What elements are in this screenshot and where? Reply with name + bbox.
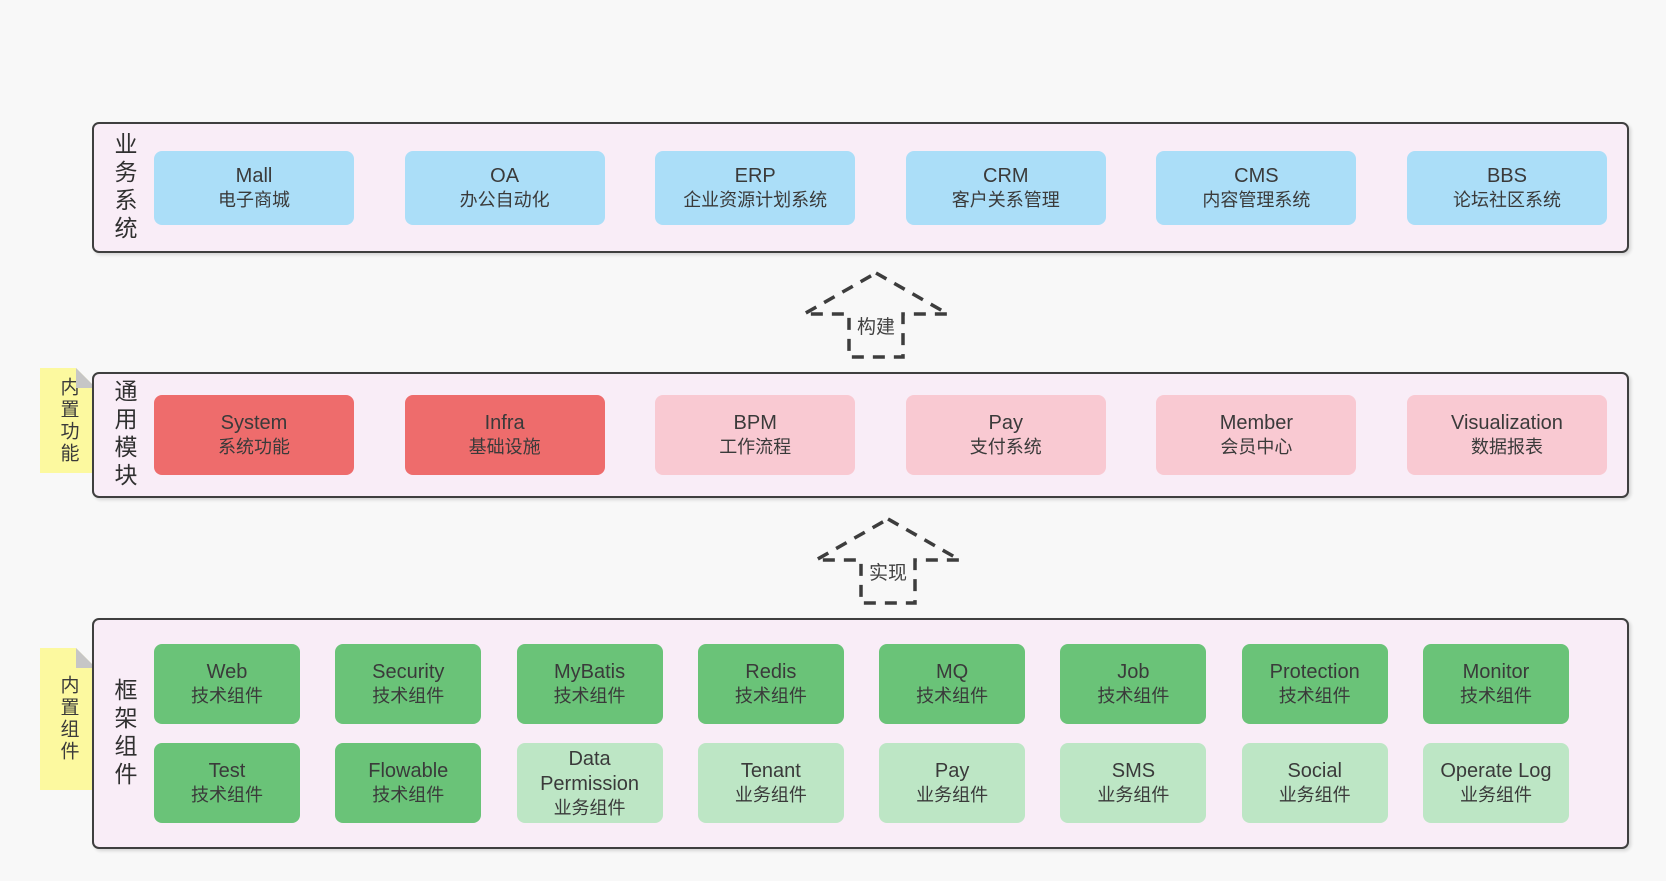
box-protection: Protection 技术组件 (1241, 644, 1388, 724)
box-oa: OA 办公自动化 (404, 150, 605, 225)
box-operate-log: Operate Log 业务组件 (1422, 743, 1569, 823)
dashed-up-arrow-icon (801, 270, 951, 359)
business-systems-panel: 业务系统 Mall 电子商城 OA 办公自动化 ERP 企业资源计划系统 CRM… (92, 122, 1629, 253)
box-mq: MQ 技术组件 (879, 644, 1026, 724)
box-cms: CMS 内容管理系统 (1156, 150, 1357, 225)
dashed-up-arrow-icon (813, 516, 963, 605)
box-job: Job 技术组件 (1060, 644, 1207, 724)
box-bpm: BPM 工作流程 (655, 395, 856, 475)
box-flowable: Flowable 技术组件 (335, 743, 482, 823)
framework-rows: Web 技术组件 Security 技术组件 MyBatis 技术组件 Redi… (141, 644, 1627, 823)
implement-arrow: 实现 (813, 516, 963, 606)
box-web: Web 技术组件 (154, 644, 300, 724)
tab-label: 内置组件 (57, 675, 79, 763)
framework-row-2: Test 技术组件 Flowable 技术组件 Data Permission … (154, 743, 1569, 823)
box-tenant: Tenant 业务组件 (697, 743, 844, 823)
box-member: Member 会员中心 (1156, 395, 1357, 475)
framework-row-1: Web 技术组件 Security 技术组件 MyBatis 技术组件 Redi… (154, 644, 1569, 724)
box-mybatis: MyBatis 技术组件 (516, 644, 663, 724)
panel-side-label: 通用模块 (111, 379, 137, 491)
tab-label: 内置功能 (57, 376, 79, 465)
box-redis: Redis 技术组件 (697, 644, 844, 724)
panel-side-label: 业务系统 (111, 131, 137, 244)
box-security: Security 技术组件 (335, 644, 482, 724)
built-in-features-tab: 内置功能 (40, 368, 96, 473)
built-in-components-tab: 内置组件 (40, 648, 96, 790)
box-infra: Infra 基础设施 (404, 395, 605, 475)
box-test: Test 技术组件 (154, 743, 300, 823)
box-bbs: BBS 论坛社区系统 (1406, 150, 1607, 225)
box-system: System 系统功能 (154, 395, 354, 475)
box-data-permission: Data Permission 业务组件 (516, 743, 663, 823)
box-social: Social 业务组件 (1241, 743, 1388, 823)
framework-components-panel: 框架组件 Web 技术组件 Security 技术组件 MyBatis 技术组件… (92, 618, 1629, 849)
box-visualization: Visualization 数据报表 (1406, 395, 1607, 475)
arrow-label: 实现 (865, 557, 911, 587)
box-monitor: Monitor 技术组件 (1422, 644, 1569, 724)
box-mall: Mall 电子商城 (154, 150, 354, 225)
box-pay-component: Pay 业务组件 (879, 743, 1026, 823)
panel-side-label: 框架组件 (111, 677, 137, 790)
box-sms: SMS 业务组件 (1060, 743, 1207, 823)
box-erp: ERP 企业资源计划系统 (655, 150, 856, 225)
modules-boxes-row: System 系统功能 Infra 基础设施 BPM 工作流程 Pay 支付系统… (141, 395, 1627, 475)
common-modules-panel: 通用模块 System 系统功能 Infra 基础设施 BPM 工作流程 Pay… (92, 372, 1629, 498)
business-boxes-row: Mall 电子商城 OA 办公自动化 ERP 企业资源计划系统 CRM 客户关系… (141, 150, 1627, 225)
box-crm: CRM 客户关系管理 (905, 150, 1106, 225)
arrow-label: 构建 (853, 311, 899, 341)
box-pay-module: Pay 支付系统 (905, 395, 1106, 475)
build-arrow: 构建 (801, 270, 951, 360)
